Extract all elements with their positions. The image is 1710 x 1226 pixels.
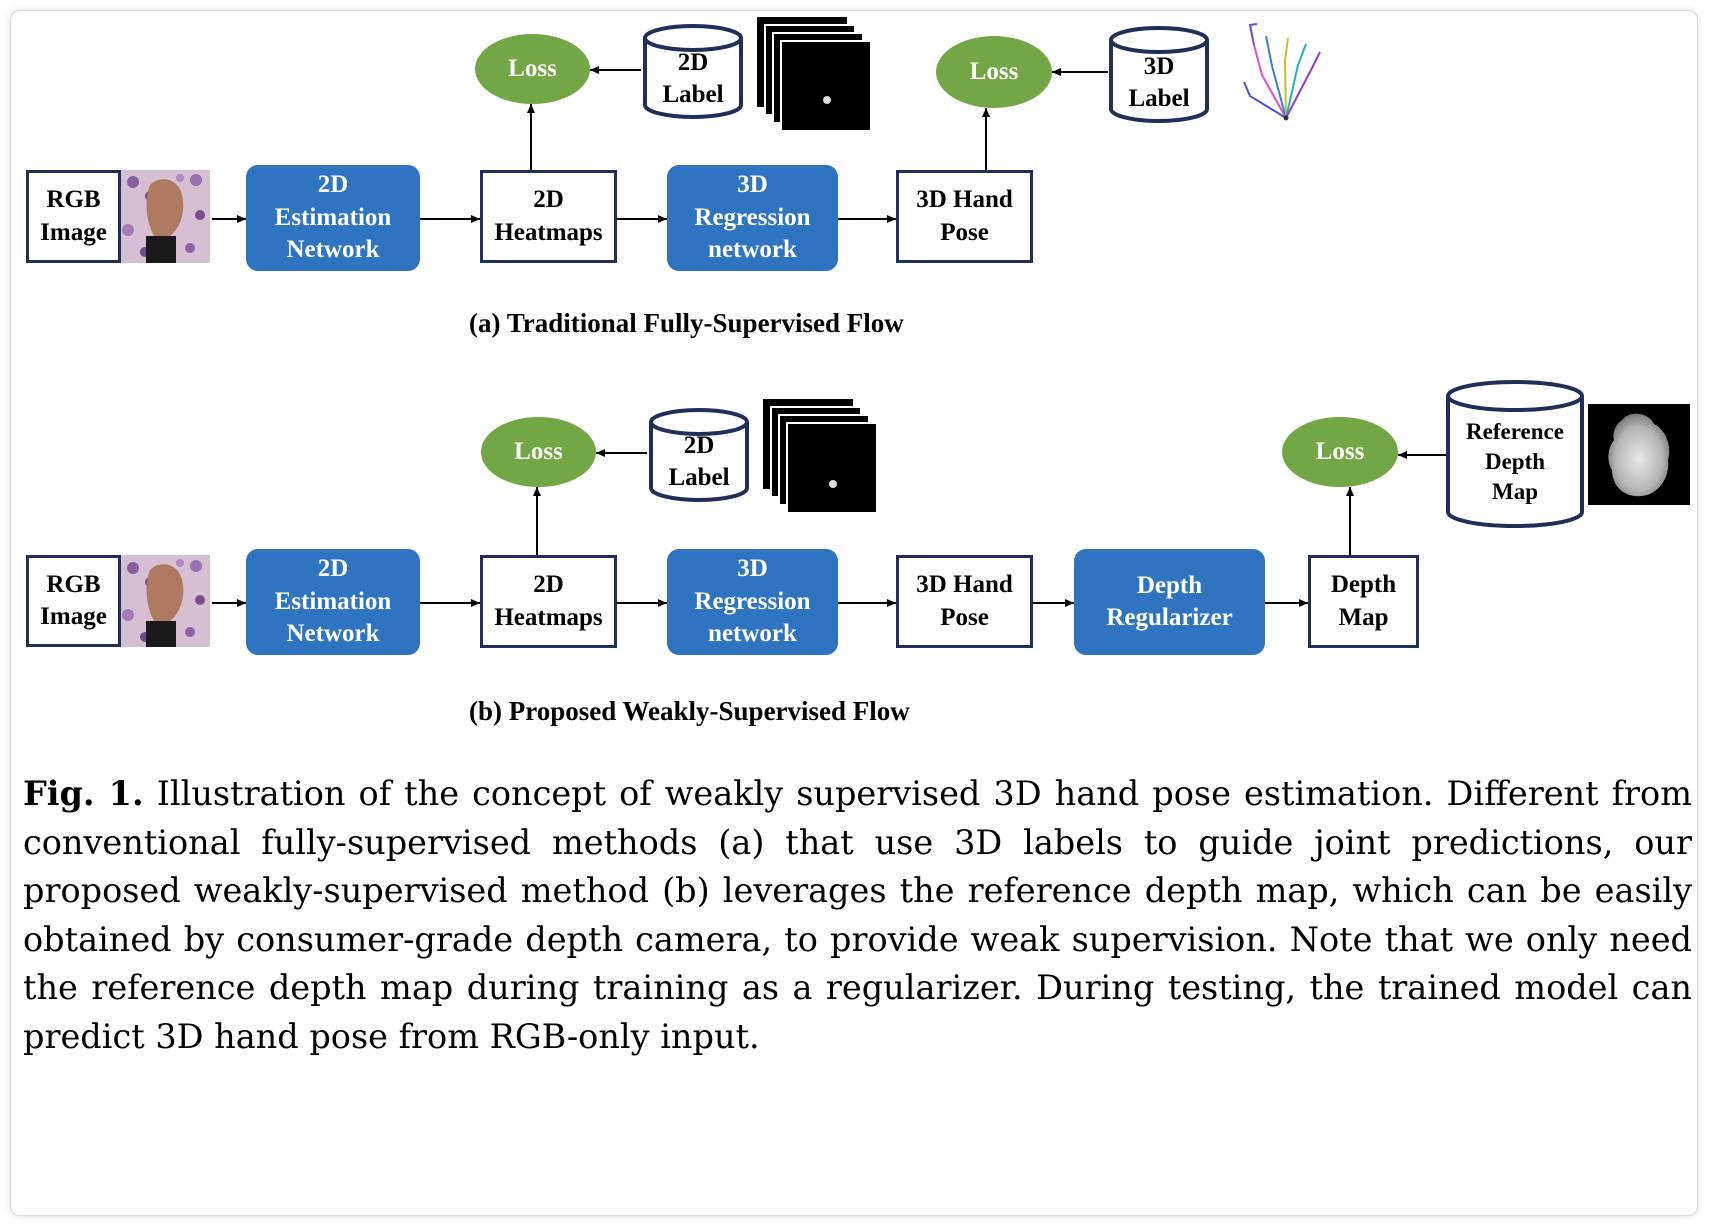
loss-3d-a: Loss bbox=[936, 36, 1052, 108]
estimation-network-b: 2D Estimation Network bbox=[246, 549, 420, 655]
rgb-image-box-b: RGB Image bbox=[26, 555, 121, 647]
heatmap-stack-icon-a bbox=[757, 17, 872, 132]
loss-2d-b: Loss bbox=[481, 417, 596, 487]
database-cylinder-icon-a-2d bbox=[643, 24, 743, 119]
figure-caption-label: Fig. 1. bbox=[23, 774, 144, 813]
loss-depth-b: Loss bbox=[1282, 417, 1398, 487]
database-cylinder-icon-a-3d bbox=[1109, 26, 1209, 123]
figure-caption-text: Illustration of the concept of weakly su… bbox=[23, 774, 1692, 1056]
regression-network-a: 3D Regression network bbox=[667, 165, 838, 271]
3d-skeleton-icon bbox=[1243, 23, 1321, 121]
database-cylinder-icon-b-ref bbox=[1446, 380, 1584, 528]
heatmap-stack-icon-b bbox=[763, 399, 878, 514]
regression-network-b: 3D Regression network bbox=[667, 549, 838, 655]
estimation-network-a: 2D Estimation Network bbox=[246, 165, 420, 271]
reference-depth-map-label: Reference Depth Map bbox=[1466, 419, 1564, 504]
database-cylinder-icon-b-2d bbox=[649, 408, 749, 502]
depth-map-box: Depth Map bbox=[1308, 555, 1419, 648]
rgb-hand-photo-icon-b bbox=[120, 555, 210, 647]
heatmaps-box-a: 2D Heatmaps bbox=[480, 170, 617, 263]
label-2d-b: 2D Label bbox=[668, 431, 730, 492]
hand-pose-box-b: 3D Hand Pose bbox=[896, 555, 1033, 648]
hand-pose-box-a: 3D Hand Pose bbox=[896, 170, 1033, 263]
rgb-hand-photo-icon-a bbox=[120, 170, 210, 263]
loss-2d-a: Loss bbox=[475, 34, 590, 104]
rgb-image-box-a: RGB Image bbox=[26, 170, 121, 263]
flow-caption-b: (b) Proposed Weakly-Supervised Flow bbox=[469, 696, 910, 726]
label-3d-a: 3D Label bbox=[1128, 52, 1190, 113]
heatmaps-box-b: 2D Heatmaps bbox=[480, 555, 617, 648]
depth-map-image-icon bbox=[1588, 404, 1690, 505]
flow-caption-a: (a) Traditional Fully-Supervised Flow bbox=[469, 308, 904, 338]
figure-caption: Fig. 1. Illustration of the concept of w… bbox=[23, 770, 1692, 1062]
depth-regularizer: Depth Regularizer bbox=[1074, 549, 1265, 655]
label-2d-a: 2D Label bbox=[662, 48, 724, 109]
